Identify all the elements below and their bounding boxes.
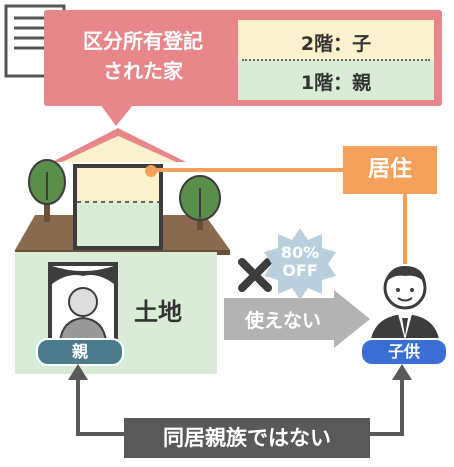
discount-badge-icon xyxy=(264,228,336,300)
child-person-icon xyxy=(370,266,440,346)
floor2-label: 2階：子 xyxy=(300,33,372,55)
floor1-panel xyxy=(238,60,434,100)
floor1-label: 1階：親 xyxy=(300,72,372,94)
child-badge: 子供 xyxy=(360,338,448,366)
discount-badge-text: 80% OFF xyxy=(280,243,320,280)
residence-line-h xyxy=(151,168,347,172)
callout-title: 区分所有登記 された家 xyxy=(83,29,203,83)
parent-badge: 親 xyxy=(36,338,124,366)
callout-pointer xyxy=(100,104,134,126)
residence-label: 居住 xyxy=(343,146,437,194)
parent-portrait-icon xyxy=(48,262,118,346)
house-scene xyxy=(15,128,230,374)
bottom-label: 同居親族ではない xyxy=(124,418,370,458)
residence-line-v xyxy=(403,194,407,264)
cross-icon xyxy=(238,258,272,292)
land-label: 土地 xyxy=(134,298,182,326)
floor2-panel xyxy=(238,20,434,60)
arrow-label: 使えない xyxy=(244,310,321,332)
unusable-arrow xyxy=(224,290,370,348)
floor-divider xyxy=(242,59,430,61)
